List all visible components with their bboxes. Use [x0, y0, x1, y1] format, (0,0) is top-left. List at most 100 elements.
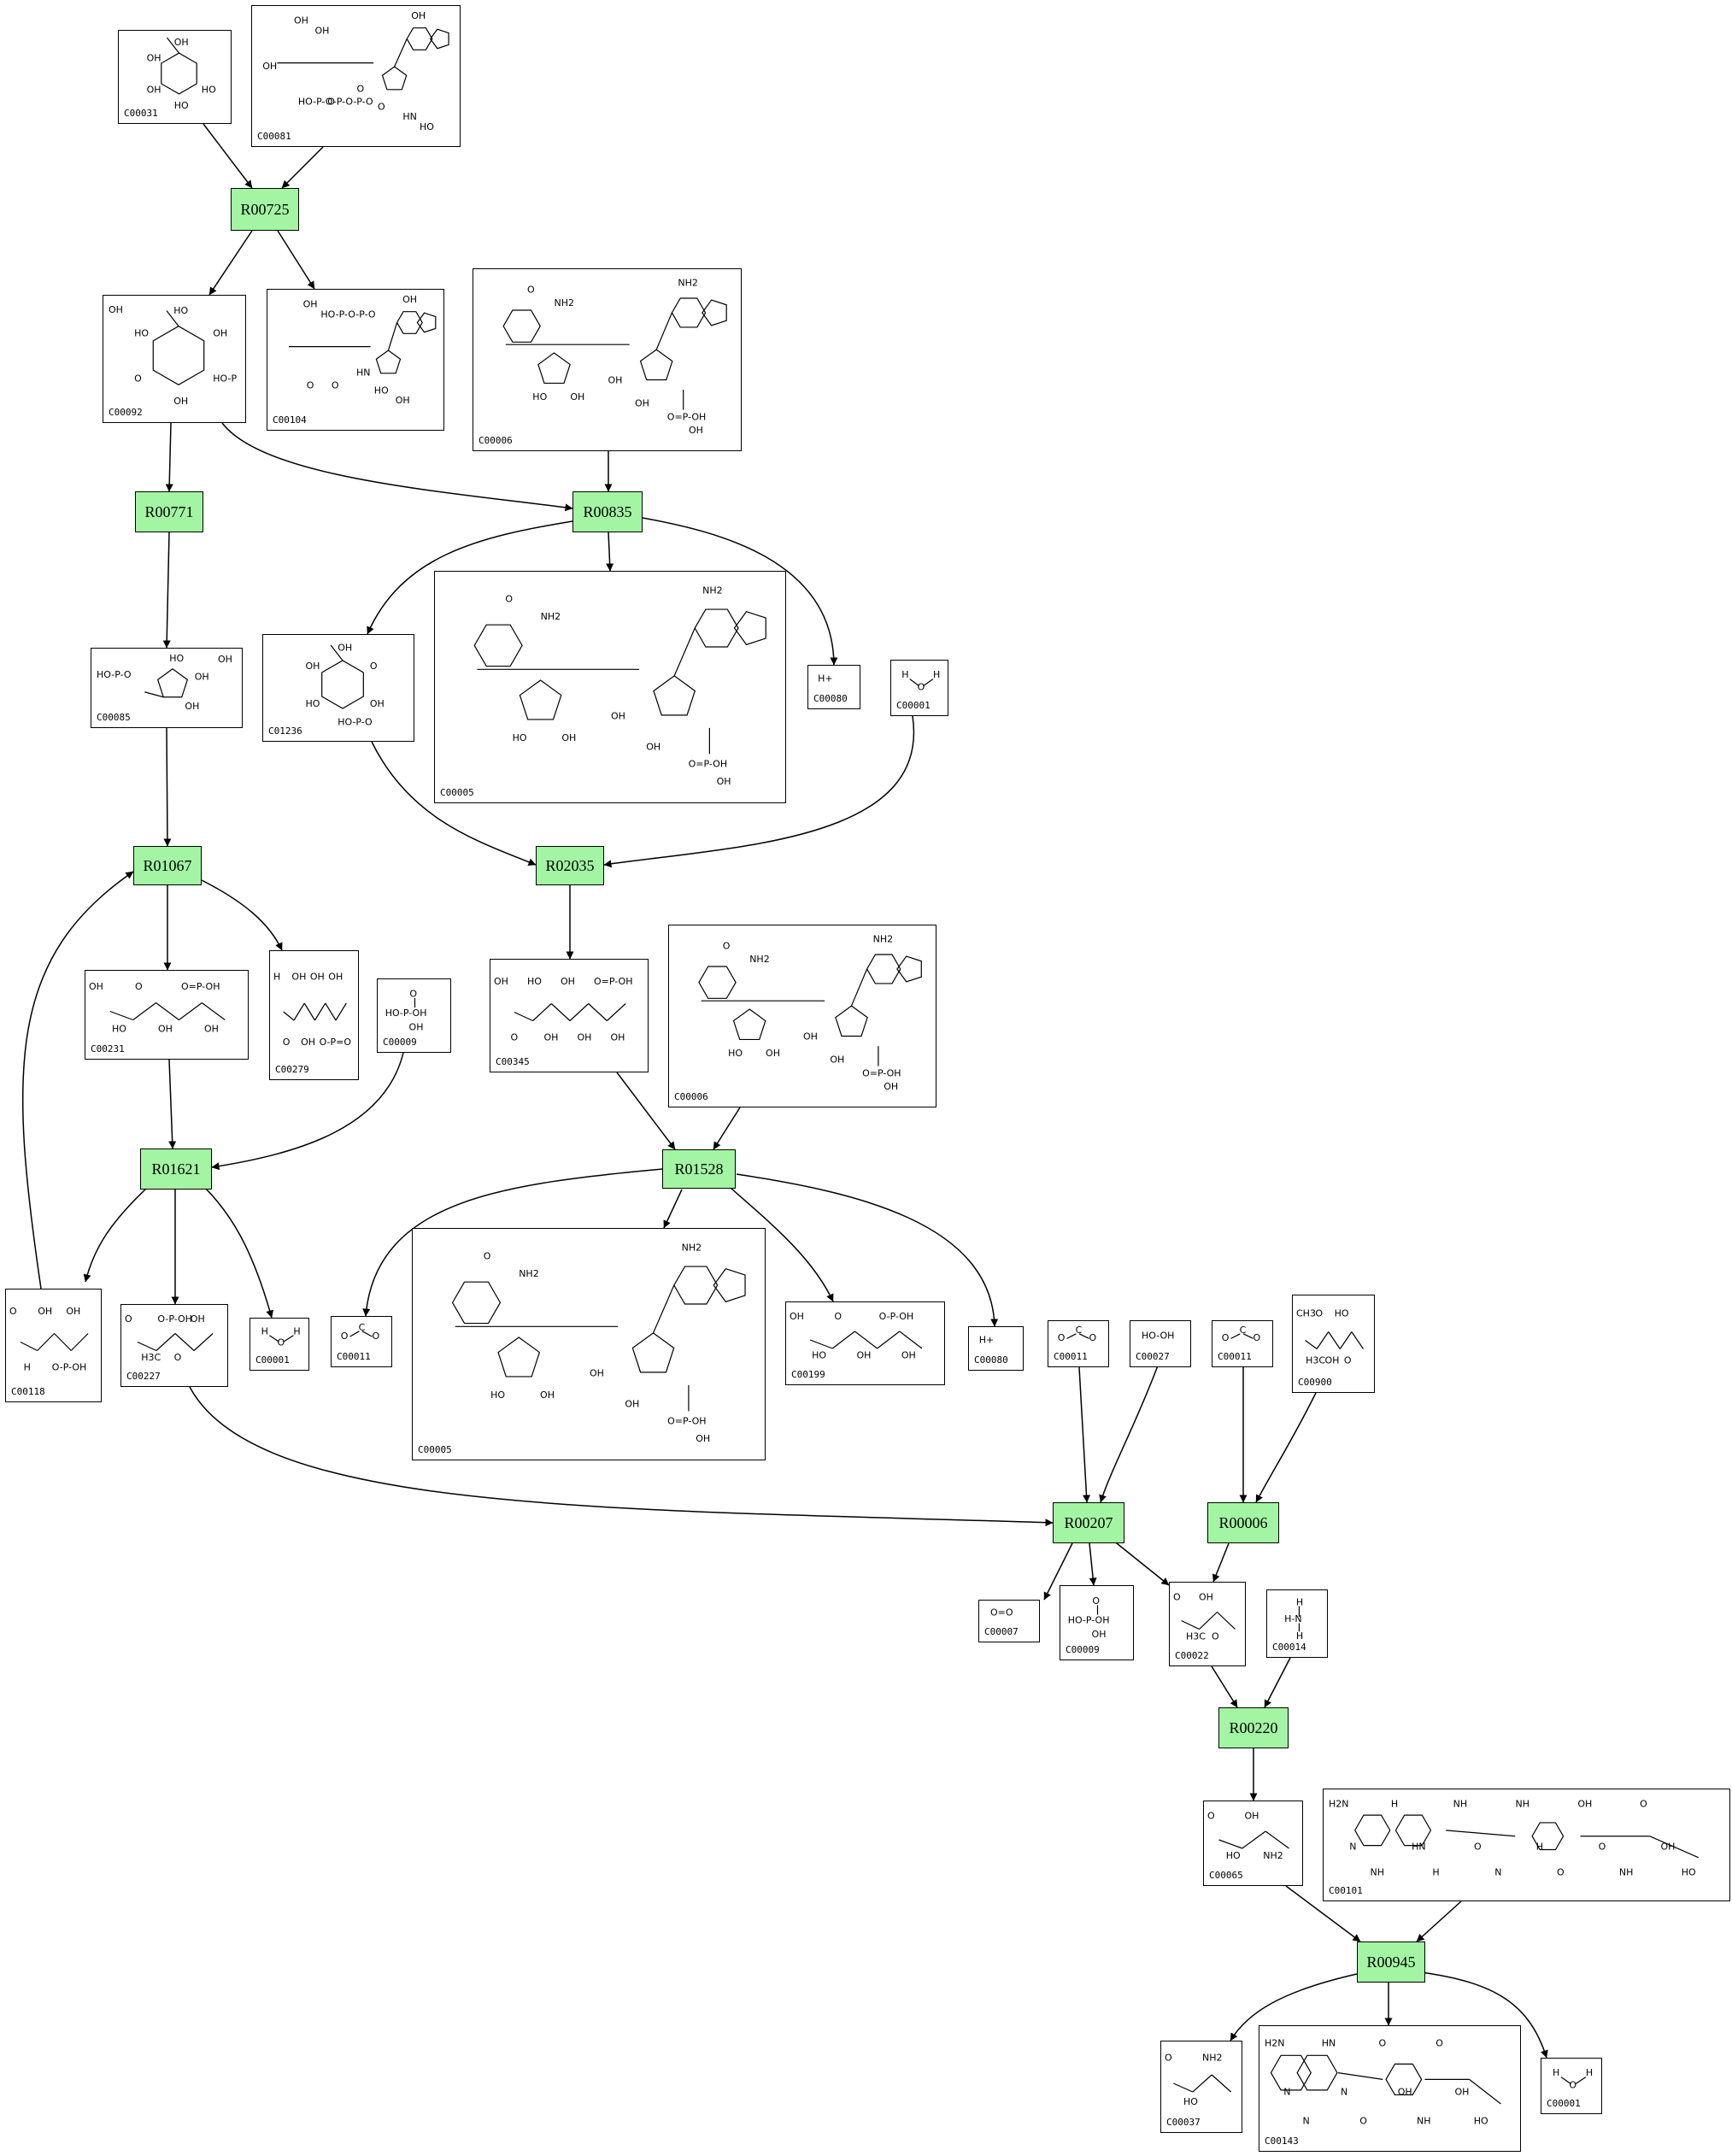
- edge-c00027-r00207: [1099, 1365, 1159, 1503]
- atom-label: O: [723, 940, 731, 951]
- compound-c00080-bottom[interactable]: H+C00080: [968, 1326, 1024, 1371]
- reaction-r00006[interactable]: R00006: [1207, 1502, 1279, 1543]
- atom-label: OH: [1398, 2087, 1412, 2098]
- compound-id: C00014: [1272, 1642, 1306, 1653]
- atom-label: O: [1569, 2080, 1576, 2091]
- atom-label: OH: [310, 972, 325, 983]
- atom-label: O: [527, 284, 535, 295]
- compound-c00080-top[interactable]: H+C00080: [807, 665, 860, 709]
- atom-label: H3C: [1306, 1355, 1325, 1366]
- atom-label: C: [1240, 1325, 1247, 1336]
- atom-label: CH3: [1296, 1307, 1316, 1319]
- atom-label: HO-P: [213, 373, 237, 385]
- compound-id: C01236: [268, 726, 302, 737]
- atom-label: O: [1474, 1842, 1482, 1853]
- atom-label: NH: [1417, 2115, 1431, 2126]
- reaction-r00771[interactable]: R00771: [135, 491, 203, 532]
- atom-label: OH: [1199, 1591, 1213, 1602]
- reaction-r01067[interactable]: R01067: [133, 846, 202, 885]
- compound-id: C00011: [337, 1351, 371, 1362]
- compound-id: C00345: [496, 1056, 530, 1067]
- reaction-r00835[interactable]: R00835: [572, 491, 643, 532]
- reaction-r01528[interactable]: R01528: [662, 1149, 736, 1189]
- atom-label: OH: [185, 701, 199, 712]
- atom-label: HO: [1226, 1850, 1241, 1861]
- atom-label: H3C: [141, 1352, 161, 1363]
- atom-label: OH: [494, 976, 508, 987]
- atom-label: OH: [396, 395, 410, 406]
- atom-label: HN: [1322, 2037, 1336, 2048]
- compound-id: C00231: [91, 1043, 125, 1055]
- atom-label: O: [1207, 1811, 1215, 1822]
- atom-label: NH2: [682, 1242, 702, 1253]
- atom-label: OH: [901, 1350, 916, 1361]
- reaction-r00207[interactable]: R00207: [1053, 1502, 1124, 1543]
- structure-c00001-bottom: HOH: [1553, 2067, 1593, 2091]
- atom-label: OH: [1660, 1842, 1675, 1853]
- reaction-r00945[interactable]: R00945: [1357, 1942, 1425, 1983]
- edge-r00835-c01236: [367, 520, 573, 635]
- reaction-r01621[interactable]: R01621: [140, 1148, 212, 1190]
- atom-label: O: [278, 1337, 285, 1348]
- atom-label: OH: [191, 1313, 205, 1325]
- atom-label: OH: [147, 52, 161, 63]
- atom-label: OH: [766, 1048, 780, 1059]
- reaction-r02035[interactable]: R02035: [536, 846, 604, 885]
- atom-label: HO: [174, 100, 189, 111]
- edge-r01528-c00011a: [362, 1168, 663, 1317]
- edge-c00031-r00725: [203, 123, 253, 189]
- reaction-r00725[interactable]: R00725: [231, 188, 299, 231]
- reaction-r00220[interactable]: R00220: [1218, 1707, 1289, 1748]
- atom-label: OH: [411, 10, 426, 21]
- edge-c00092-r00835: [221, 422, 573, 512]
- atom-label: OH: [625, 1398, 639, 1409]
- edge-c00009a-r01621: [211, 1052, 404, 1171]
- atom-label: O: [505, 594, 513, 605]
- atom-label: OH: [717, 776, 731, 787]
- edge-r00207-c00009b: [1089, 1542, 1097, 1586]
- atom-label: OH: [1577, 1799, 1592, 1810]
- edge-r00945-c00001c: [1420, 1971, 1548, 2059]
